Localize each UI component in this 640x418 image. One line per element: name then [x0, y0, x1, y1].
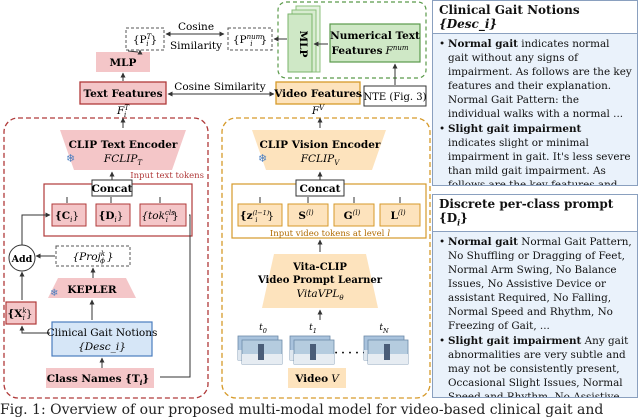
video-frames: t0 t1 tN · · · · ·: [237, 323, 409, 365]
numerical-features-box: [329, 23, 421, 63]
token-l-label: L(l): [390, 209, 405, 222]
token-z-label: {z(l−1)i}: [240, 209, 274, 224]
token-g-label: G(l): [344, 209, 361, 222]
clip-vision-encoder-title: CLIP Vision Encoder: [260, 139, 381, 151]
nte-label: NTE (Fig. 3): [364, 92, 427, 103]
clinical-panel-list: Normal gait indicates normal gait withou…: [439, 37, 632, 185]
frame-label-1: t1: [309, 323, 317, 335]
video-features-box: [275, 81, 361, 105]
vita-line2: Video Prompt Learner: [257, 275, 383, 286]
clinical-notions-box: [51, 321, 153, 357]
x-box: [5, 301, 37, 325]
pt-box: [125, 27, 165, 51]
figure-caption: Fig. 1: Overview of our proposed multi-m…: [0, 402, 604, 418]
video-frame-nb: [367, 339, 409, 365]
numerical-features-line1: Numerical Text: [330, 30, 420, 42]
text-features-box: [79, 81, 167, 105]
token-s-box: [287, 203, 329, 227]
clip-text-encoder-sub: FCLIPT: [103, 153, 144, 167]
video-features-var: FV: [311, 104, 325, 117]
nte-box: [363, 85, 427, 107]
discrete-panel-list: Normal gait Normal Gait Pattern, No Shuf…: [439, 235, 632, 397]
video-frame-0b: [241, 339, 283, 365]
right-concat-box: [295, 179, 345, 197]
token-z-box: [237, 203, 283, 227]
list-item: Slight gait impairment Any gait abnormal…: [439, 334, 632, 397]
token-g-box: [333, 203, 375, 227]
frame-label-0: t0: [259, 323, 267, 335]
add-label: Add: [11, 254, 33, 265]
list-item: Normal gait Normal Gait Pattern, No Shuf…: [439, 235, 632, 333]
kepler-label: KEPLER: [67, 284, 116, 296]
clinical-notions-line1: Clinical Gait Notions: [47, 327, 158, 339]
clip-text-encoder-title: CLIP Text Encoder: [69, 139, 178, 151]
token-c-label: {Ci}: [55, 210, 79, 224]
class-names-box: [46, 368, 154, 388]
discrete-prompt-panel: Discrete per-class prompt {Di} Normal ga…: [432, 194, 638, 398]
list-item: Slight gait impairment indicates slight …: [439, 122, 632, 185]
token-c-box: [51, 203, 87, 227]
mlp-stack-label: MLP: [297, 31, 309, 58]
token-d-label: {Di}: [99, 210, 124, 224]
kepler-snowflake-icon: ❄: [50, 288, 58, 299]
left-concat-label: Concat: [91, 183, 132, 195]
video-features-label: Video Features: [273, 88, 362, 100]
kepler-trapezoid: [48, 278, 136, 298]
mlp-stack: MLP: [287, 5, 321, 73]
proj-box: [55, 245, 131, 267]
frame-dots: · · · · ·: [334, 348, 365, 359]
clinical-notions-line2: {Desc_i}: [78, 341, 126, 353]
numerical-dashed-box: [277, 1, 427, 79]
clinical-panel-title: Clinical Gait Notions {Desc_i}: [433, 1, 637, 34]
list-item: Normal gait indicates normal gait withou…: [439, 37, 632, 121]
token-cls-box: [139, 203, 187, 227]
video-label-box: [288, 368, 346, 388]
class-names-label: Class Names {Ti}: [47, 373, 149, 387]
frozen-snowflake-icon: ❄: [66, 152, 75, 165]
clip-text-encoder: [60, 130, 186, 170]
right-concat-label: Concat: [299, 183, 340, 195]
left-concat-box: [91, 179, 133, 197]
frame-label-n: tN: [379, 323, 389, 335]
pnum-box: [227, 27, 273, 51]
token-s-label: S(l): [298, 209, 314, 222]
discrete-panel-title: Discrete per-class prompt {Di}: [433, 195, 637, 233]
vita-line1: Vita-CLIP: [292, 262, 347, 273]
input-text-tokens-label: Input text tokens: [130, 171, 204, 181]
token-d-box: [95, 203, 131, 227]
text-branch-dashed-box: [3, 117, 209, 399]
vision-snowflake-icon: ❄: [258, 152, 267, 165]
video-branch-dashed-box: [221, 117, 431, 399]
token-l-box: [379, 203, 421, 227]
cosine-similarity-top-line2: Similarity: [170, 40, 222, 52]
video-frame-1b: [293, 339, 335, 365]
cosine-similarity-mid: Cosine Similarity: [174, 81, 265, 93]
clip-vision-encoder: [252, 130, 386, 170]
mlp-left-label: MLP: [110, 57, 137, 69]
vita-line3: VitaVPLθ: [296, 288, 344, 302]
clinical-gait-notions-panel: Clinical Gait Notions {Desc_i} Normal ga…: [432, 0, 638, 186]
vita-clip-prompt-learner: [262, 254, 378, 308]
cosine-similarity-top-line1: Cosine: [178, 21, 214, 33]
clip-vision-encoder-sub: FCLIPV: [300, 153, 341, 167]
text-features-label: Text Features: [83, 88, 162, 100]
